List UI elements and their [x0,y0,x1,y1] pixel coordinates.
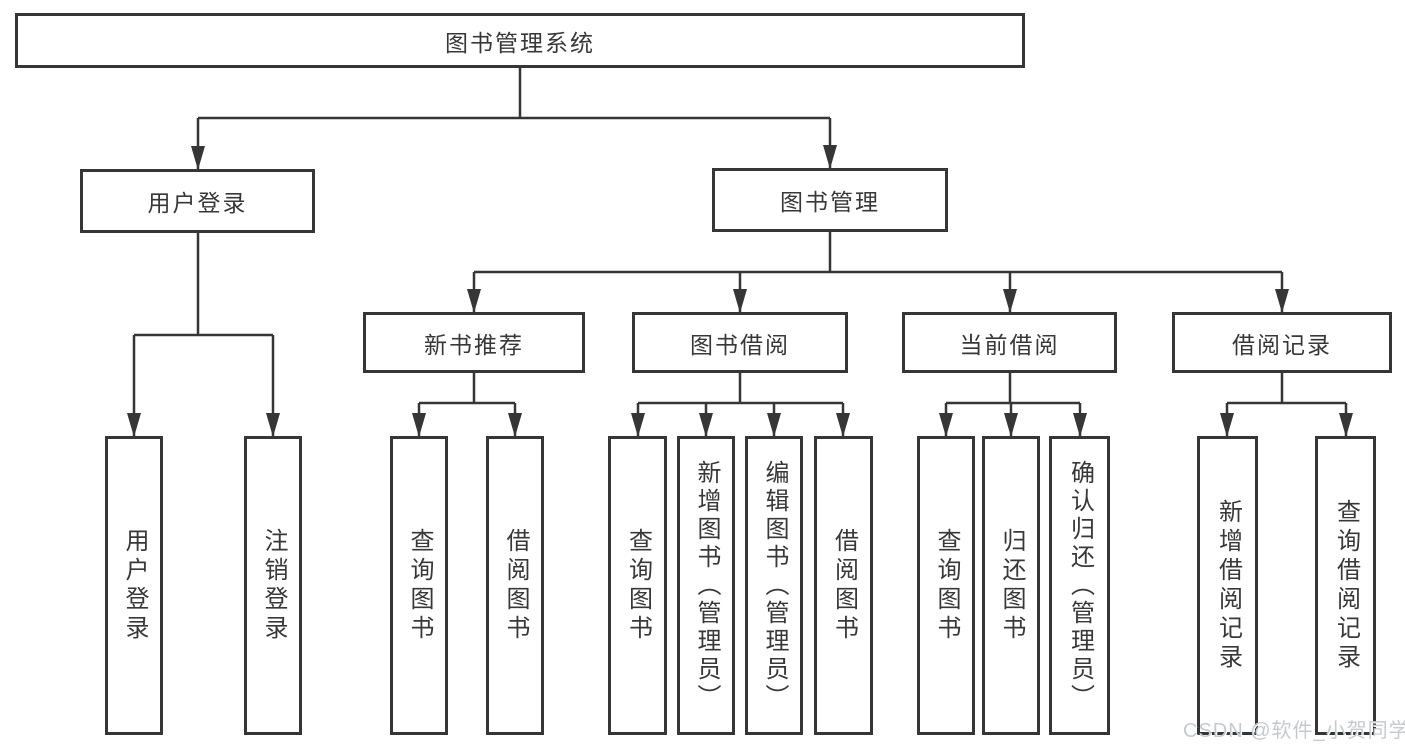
node-borrowing-records: 借阅记录 [1172,312,1392,373]
node-book-borrowing: 图书借阅 [632,312,848,373]
node-new-book-recommendation: 新书推荐 [363,312,585,373]
node-bb-edit-books-admin: 编辑图书（管理员） [745,436,803,735]
csdn-watermark: CSDN @软件_小贺同学 [1183,720,1405,742]
node-library-system: 图书管理系统 [15,13,1025,68]
node-user-login: 用户登录 [80,169,315,233]
node-logout-login: 注销登录 [244,436,302,735]
node-nbr-borrow-books: 借阅图书 [486,436,544,735]
node-bb-add-books-admin: 新增图书（管理员） [677,436,735,735]
node-br-search-record: 查询借阅记录 [1315,436,1376,735]
node-nbr-search-books: 查询图书 [390,436,448,735]
node-bb-borrow-books: 借阅图书 [814,436,873,735]
node-cb-confirm-return-admin: 确认归还（管理员） [1049,436,1110,735]
node-bb-search-books: 查询图书 [608,436,667,735]
node-user-login-leaf: 用户登录 [105,436,163,735]
node-br-add-record: 新增借阅记录 [1197,436,1258,735]
node-book-management: 图书管理 [712,168,948,232]
node-current-borrowing: 当前借阅 [902,312,1117,373]
node-cb-return-books: 归还图书 [982,436,1040,735]
node-cb-search-books: 查询图书 [917,436,975,735]
